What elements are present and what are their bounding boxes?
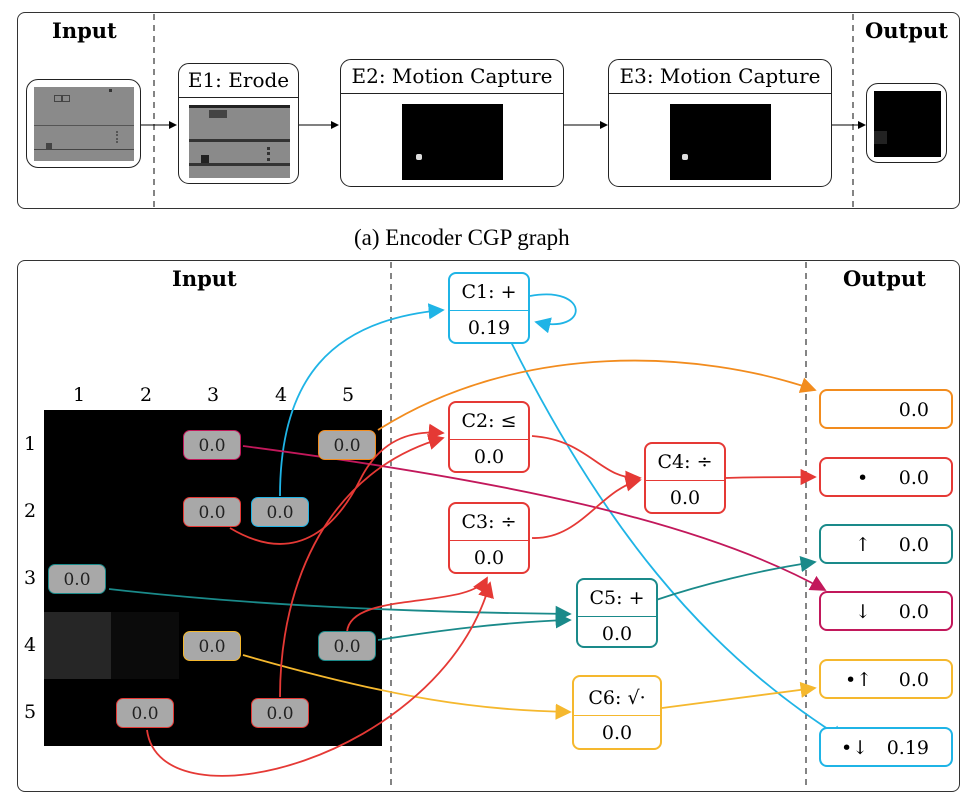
grid-cell-r1-c5: 0.0 bbox=[318, 430, 376, 460]
grid-cell-r5-c4: 0.0 bbox=[251, 698, 309, 728]
encoder-caption: (a) Encoder CGP graph bbox=[354, 225, 570, 250]
grid-cell-r4-c3: 0.0 bbox=[183, 631, 241, 661]
grid-cell-r3-c1: 0.0 bbox=[48, 564, 106, 594]
encoder-e3-title: E3: Motion Capture bbox=[609, 60, 831, 94]
output-fire-up-value: 0.0 bbox=[898, 669, 929, 691]
output-fire-symbol: • bbox=[857, 467, 869, 489]
encoder-output-heading: Output bbox=[865, 18, 948, 43]
node-c6: C6: √· 0.0 bbox=[572, 675, 662, 750]
node-c5-value: 0.0 bbox=[578, 616, 656, 651]
encoder-e1-title: E1: Erode bbox=[179, 64, 298, 98]
output-down: ↓ 0.0 bbox=[819, 591, 953, 631]
output-none: 0.0 bbox=[819, 389, 953, 429]
output-up: ↑ 0.0 bbox=[819, 524, 953, 564]
node-c3-op: C3: ÷ bbox=[461, 511, 517, 533]
output-fire-down-symbol: •↓ bbox=[841, 737, 869, 759]
node-c3-value: 0.0 bbox=[450, 540, 528, 575]
node-c4: C4: ÷ 0.0 bbox=[644, 442, 726, 514]
encoder-e2-box: E2: Motion Capture bbox=[340, 59, 564, 187]
encoder-e2-title: E2: Motion Capture bbox=[341, 60, 563, 94]
node-c3: C3: ÷ 0.0 bbox=[448, 502, 530, 574]
encoder-e3-box: E3: Motion Capture bbox=[608, 59, 832, 187]
node-c2: C2: ≤ 0.0 bbox=[448, 401, 530, 473]
node-c2-value: 0.0 bbox=[450, 439, 528, 474]
output-fire: • 0.0 bbox=[819, 457, 953, 497]
encoder-connectors bbox=[141, 14, 866, 208]
output-up-value: 0.0 bbox=[898, 534, 929, 556]
grid-cell-r1-c3: 0.0 bbox=[183, 430, 241, 460]
node-c6-value: 0.0 bbox=[574, 715, 660, 750]
program-panel bbox=[17, 260, 960, 792]
output-fire-up: •↑ 0.0 bbox=[819, 659, 953, 699]
output-image-frame bbox=[866, 83, 947, 163]
row-label-5: 5 bbox=[24, 701, 37, 723]
e1-eroded-frame-image bbox=[189, 105, 290, 178]
encoder-input-heading: Input bbox=[52, 18, 117, 43]
col-label-3: 3 bbox=[207, 384, 220, 406]
row-label-1: 1 bbox=[24, 433, 37, 455]
output-none-value: 0.0 bbox=[898, 399, 929, 421]
output-down-value: 0.0 bbox=[898, 601, 929, 623]
node-c6-op: C6: √· bbox=[588, 687, 646, 709]
program-output-heading: Output bbox=[843, 266, 926, 291]
encoder-e1-box: E1: Erode bbox=[178, 63, 299, 184]
e2-motion-frame-image bbox=[402, 104, 503, 180]
col-label-5: 5 bbox=[342, 384, 355, 406]
node-c2-op: C2: ≤ bbox=[461, 410, 517, 432]
input-image-frame bbox=[26, 79, 141, 168]
output-fire-down-value: 0.19 bbox=[886, 737, 929, 759]
grid-cell-r2-c3: 0.0 bbox=[183, 497, 241, 527]
output-down-symbol: ↓ bbox=[855, 601, 871, 623]
node-c5: C5: + 0.0 bbox=[576, 578, 658, 648]
output-downsampled-image bbox=[874, 91, 941, 157]
grid-cell-r4-c5: 0.0 bbox=[318, 631, 376, 661]
output-up-symbol: ↑ bbox=[855, 534, 871, 556]
node-c5-op: C5: + bbox=[589, 587, 645, 609]
e3-motion-frame-image bbox=[670, 104, 771, 180]
col-label-1: 1 bbox=[73, 384, 86, 406]
node-c1: C1: + 0.19 bbox=[448, 272, 530, 344]
node-c4-op: C4: ÷ bbox=[657, 451, 713, 473]
output-fire-up-symbol: •↑ bbox=[845, 669, 873, 691]
node-c1-value: 0.19 bbox=[450, 310, 528, 345]
program-input-heading: Input bbox=[172, 266, 237, 291]
encoder-panel bbox=[17, 12, 960, 209]
col-label-4: 4 bbox=[275, 384, 288, 406]
col-label-2: 2 bbox=[140, 384, 153, 406]
row-label-3: 3 bbox=[24, 567, 37, 589]
node-c4-value: 0.0 bbox=[646, 480, 724, 515]
output-fire-down: •↓ 0.19 bbox=[819, 727, 953, 767]
node-c1-op: C1: + bbox=[461, 281, 517, 303]
grid-cell-r2-c4: 0.0 bbox=[251, 497, 309, 527]
input-game-frame-image bbox=[34, 87, 134, 161]
row-label-4: 4 bbox=[24, 634, 37, 656]
grid-cell-r5-c2: 0.0 bbox=[116, 698, 174, 728]
output-fire-value: 0.0 bbox=[898, 467, 929, 489]
row-label-2: 2 bbox=[24, 500, 37, 522]
